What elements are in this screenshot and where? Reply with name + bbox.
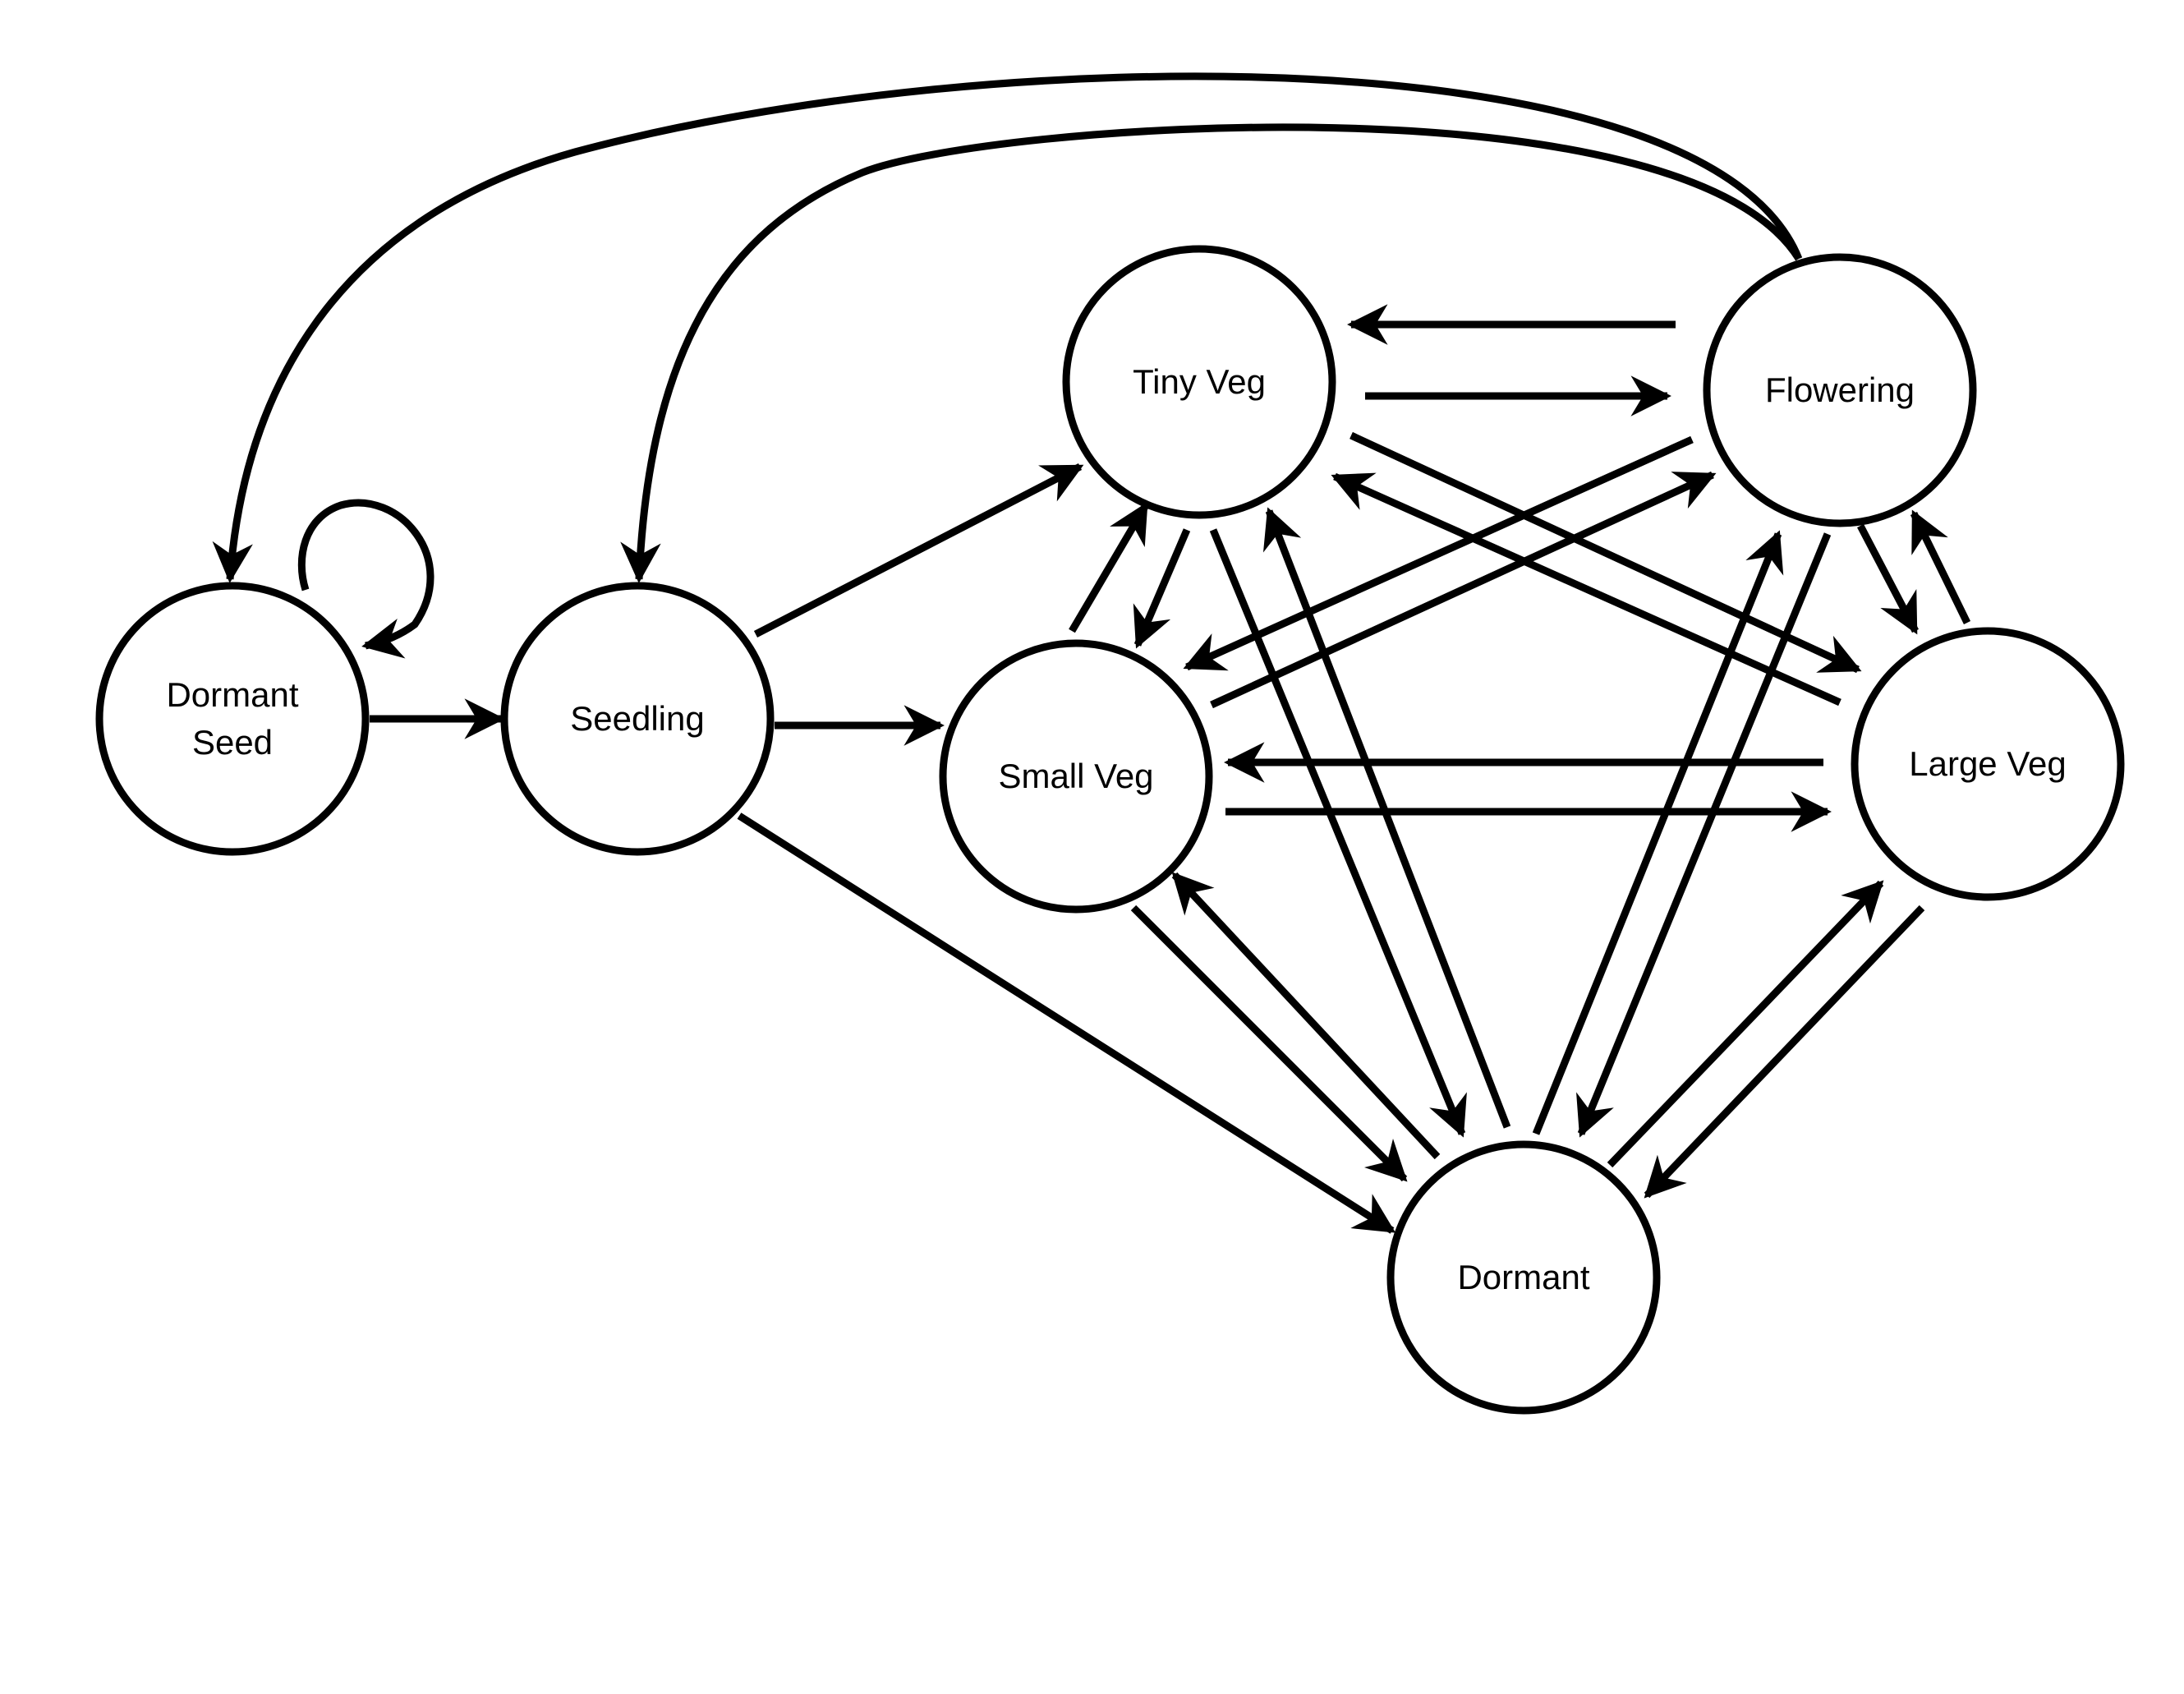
node-small-veg: Small Veg xyxy=(939,639,1213,914)
edge-large-veg-to-tiny-veg xyxy=(1331,472,1841,707)
node-circle xyxy=(1851,627,2125,901)
self-loop-dormant-seed xyxy=(297,499,435,659)
node-label: Dormant xyxy=(1457,1258,1589,1296)
edge-flowering-to-seedling xyxy=(620,123,1802,583)
edge-small-veg-to-tiny-veg xyxy=(1069,501,1149,633)
edge-dormant-to-small-veg xyxy=(1171,872,1441,1160)
node-tiny-veg: Tiny Veg xyxy=(1062,245,1336,519)
edge-flowering-to-small-veg xyxy=(1183,435,1694,671)
node-circle xyxy=(500,582,775,856)
edge-dormant-to-tiny-veg xyxy=(1262,507,1511,1129)
edge-tiny-veg-to-large-veg xyxy=(1349,431,1862,674)
edge-flowering-to-dormant xyxy=(1576,532,1832,1138)
edge-dormant-to-flowering xyxy=(1532,530,1784,1135)
node-label: Dormant xyxy=(166,675,298,714)
node-label: Seedling xyxy=(570,699,704,738)
edge-seedling-to-tiny-veg xyxy=(753,463,1084,638)
edges-layer xyxy=(212,72,1971,1234)
edge-flowering-to-dormant-seed xyxy=(212,72,1803,583)
node-label: Flowering xyxy=(1765,371,1915,409)
node-circle xyxy=(939,639,1213,914)
node-dormant: Dormant xyxy=(1386,1140,1661,1415)
node-circle xyxy=(95,582,370,856)
edge-large-veg-to-flowering xyxy=(1910,509,1971,624)
edge-small-veg-to-dormant xyxy=(1130,905,1408,1182)
edge-tiny-veg-to-small-veg xyxy=(1133,528,1191,649)
node-circle xyxy=(1703,253,1977,527)
node-label: Small Veg xyxy=(998,757,1153,795)
node-label: Tiny Veg xyxy=(1133,362,1266,401)
edge-dormant-to-large-veg xyxy=(1607,880,1884,1168)
edge-seedling-to-dormant xyxy=(737,812,1396,1234)
edge-flowering-to-large-veg xyxy=(1857,523,1919,635)
node-label: Large Veg xyxy=(1909,744,2067,783)
node-seedling: Seedling xyxy=(500,582,775,856)
node-circle xyxy=(1062,245,1336,519)
edge-small-veg-to-flowering xyxy=(1210,471,1717,709)
node-flowering: Flowering xyxy=(1703,253,1977,527)
node-circle xyxy=(1386,1140,1661,1415)
node-large-veg: Large Veg xyxy=(1851,627,2125,901)
edge-large-veg-to-dormant xyxy=(1644,905,1925,1199)
node-label: Seed xyxy=(192,723,273,762)
edge-tiny-veg-to-dormant xyxy=(1209,528,1467,1138)
